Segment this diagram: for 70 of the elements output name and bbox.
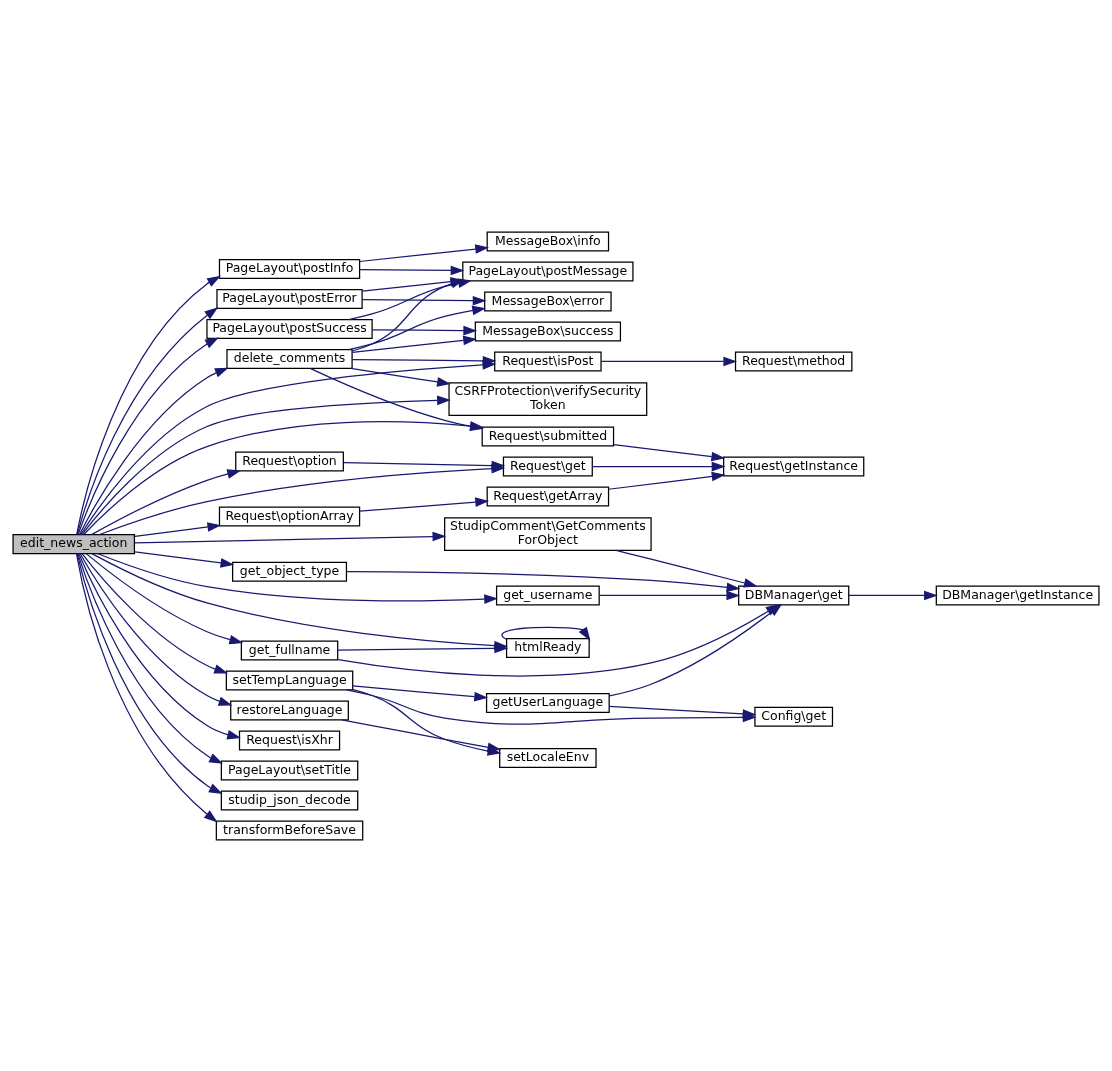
arrow — [501, 626, 591, 641]
arrow — [600, 356, 738, 366]
node-box: Request\option — [235, 451, 344, 472]
node-box: restoreLanguage — [230, 700, 349, 721]
arrow — [615, 549, 758, 588]
arrow — [592, 461, 726, 471]
arrow — [134, 521, 222, 537]
arrow — [350, 367, 451, 387]
node-box: Request\getInstance — [723, 456, 865, 477]
arrow — [608, 705, 757, 719]
arrow — [83, 420, 484, 535]
node-box: CSRFProtection\verifySecurity Token — [448, 381, 648, 416]
node-box: PageLayout\postError — [216, 288, 363, 309]
arrow — [361, 295, 487, 306]
node-box: Request\isPost — [494, 350, 602, 371]
arrow — [90, 468, 241, 535]
node-box: get_fullname — [240, 639, 339, 660]
arrow — [352, 684, 489, 701]
node-box: PageLayout\setTitle — [220, 760, 359, 781]
node-box: MessageBox\error — [484, 290, 612, 311]
node-box: Request\optionArray — [218, 506, 361, 527]
arrow — [81, 395, 451, 535]
node-box: Config\get — [754, 706, 834, 727]
node-box: PageLayout\postMessage — [462, 260, 634, 281]
node-box: Request\isXhr — [238, 730, 341, 751]
arrow — [81, 552, 229, 674]
arrow — [134, 550, 235, 568]
arrow — [613, 443, 726, 461]
arrow — [348, 305, 487, 350]
arrow — [79, 552, 233, 706]
node-box: PageLayout\postInfo — [218, 258, 361, 279]
node-box: studip_json_decode — [220, 790, 359, 811]
node-box: DBManager\getInstance — [935, 584, 1100, 605]
node-box: MessageBox\info — [486, 230, 610, 251]
node-box: setLocaleEnv — [499, 747, 597, 768]
node-box: transformBeforeSave — [215, 820, 364, 841]
node-box: getUserLanguage — [485, 692, 610, 713]
node-box: MessageBox\success — [474, 320, 622, 341]
node-box: htmlReady — [505, 637, 590, 658]
arrow — [310, 367, 484, 431]
arrow — [341, 718, 502, 752]
arrow — [343, 460, 506, 470]
arrow — [371, 325, 478, 335]
node-box: Request\method — [734, 350, 853, 371]
arrow — [359, 496, 490, 512]
node-box: get_username — [495, 584, 600, 605]
node-box: edit_news_action — [12, 533, 136, 554]
arrow — [346, 570, 741, 592]
arrow — [79, 367, 229, 535]
node-box: setTempLanguage — [225, 670, 354, 690]
arrow — [85, 552, 244, 644]
arrow — [848, 590, 938, 600]
arrow — [96, 552, 498, 604]
arrow — [134, 531, 447, 543]
node-box: PageLayout\postSuccess — [206, 318, 373, 339]
arrow — [351, 335, 477, 353]
arrow — [78, 552, 241, 739]
arrow — [598, 590, 741, 600]
node-box: DBManager\get — [738, 584, 850, 605]
node-box: delete_comments — [226, 348, 353, 369]
node-box: get_object_type — [232, 561, 348, 582]
node-box: Request\getArray — [486, 486, 610, 507]
node-box: StudipComment\GetComments ForObject — [444, 516, 652, 551]
arrow — [351, 355, 497, 366]
arrow — [608, 471, 726, 490]
node-box: Request\submitted — [481, 426, 615, 447]
arrow — [359, 243, 490, 262]
arrow — [359, 265, 465, 275]
node-box: Request\get — [502, 456, 593, 477]
arrow — [337, 643, 509, 653]
